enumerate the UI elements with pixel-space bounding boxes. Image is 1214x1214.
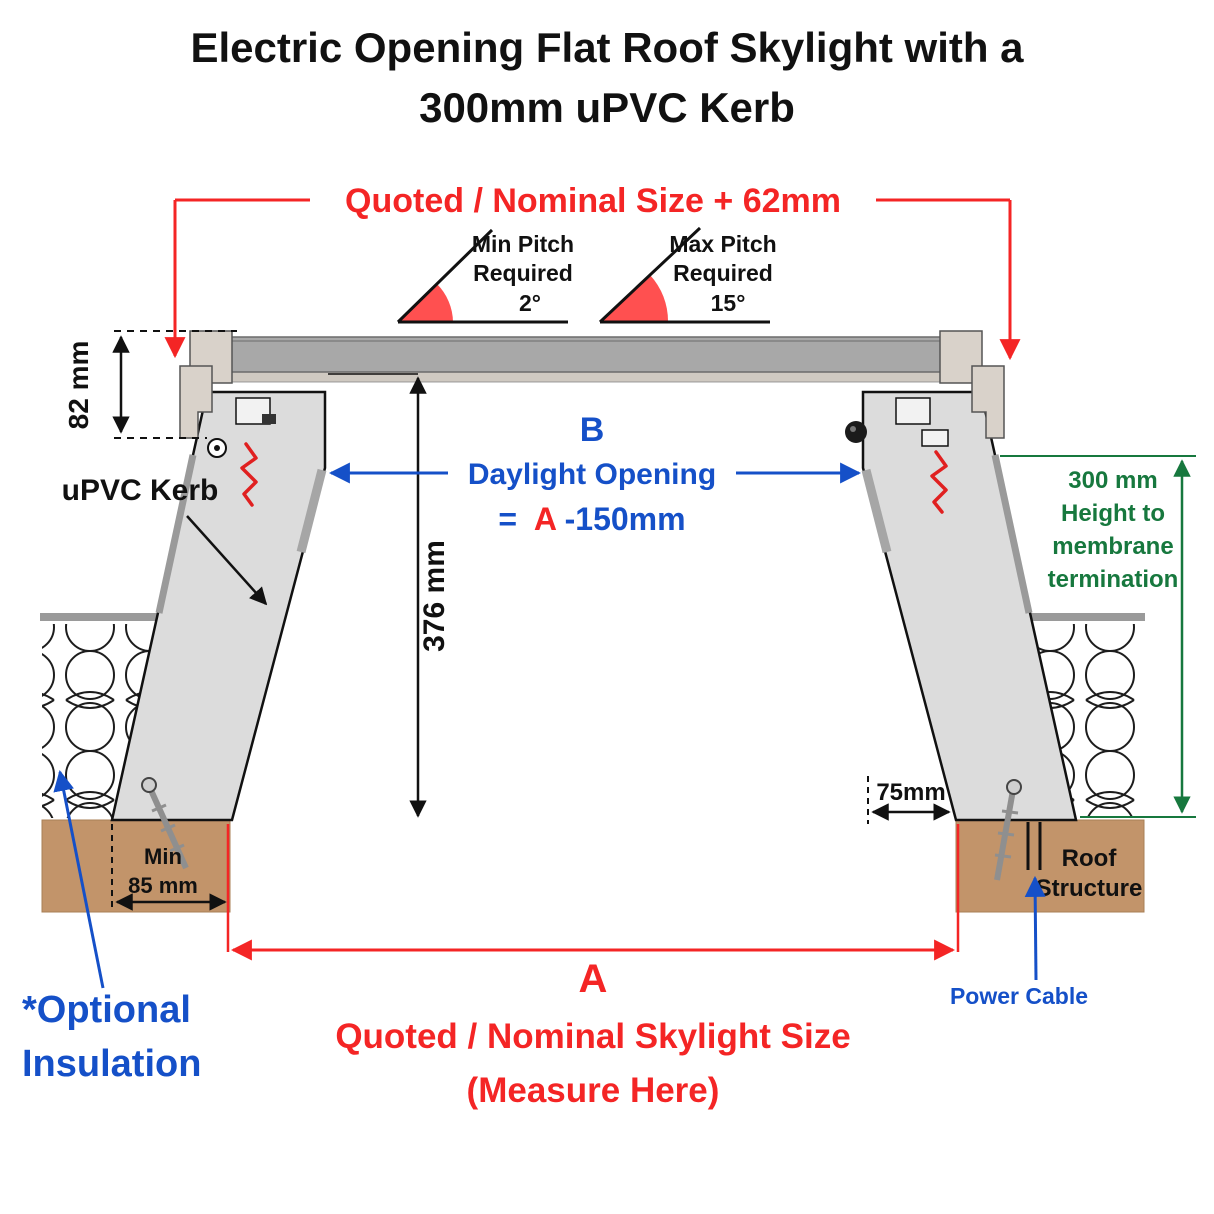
- min-bearing-dimension: Min 85 mm: [111, 824, 227, 911]
- min-pitch-text-2: Required: [473, 260, 573, 286]
- screw-thread-right-1: [1001, 809, 1019, 815]
- screw-thread-left-3: [169, 843, 185, 853]
- dim-82-label: 82 mm: [63, 341, 94, 430]
- upvc-kerb-left: [110, 390, 327, 822]
- dim-85-label-1: Min: [144, 844, 182, 869]
- opening-mechanism-left: [207, 397, 276, 507]
- hinge-block-right: [895, 397, 931, 425]
- dim-300-label-3: membrane: [1052, 533, 1173, 560]
- frame-underside-strip: [211, 371, 961, 383]
- dim-75-label: 75mm: [876, 779, 945, 806]
- sash-strip-left: [296, 468, 327, 554]
- dim-376-label: 376 mm: [418, 540, 451, 652]
- daylight-formula-prefix: =: [498, 501, 517, 537]
- daylight-label: Daylight Opening: [468, 458, 716, 491]
- insulation-label-2: Insulation: [22, 1043, 201, 1085]
- insulation-arrow: [53, 769, 105, 989]
- dim-300-label-1: 300 mm: [1068, 467, 1157, 494]
- membrane-upstand-left: [155, 454, 197, 614]
- insulation-label-1: *Optional: [22, 989, 191, 1031]
- membrane-height-dimension: 300 mm Height to membrane termination: [1000, 455, 1196, 818]
- opening-mechanism-right: [845, 397, 949, 514]
- power-cable-callout: Power Cable: [950, 875, 1088, 1009]
- frame-flange-right: [971, 365, 1005, 439]
- roof-structure-label-2: Structure: [1036, 875, 1143, 902]
- latch-left: [262, 414, 276, 424]
- insulation-left-region: [42, 624, 158, 818]
- max-pitch-indicator: Max Pitch Required 15°: [598, 226, 777, 324]
- daylight-formula-a: A: [534, 501, 557, 537]
- daylight-letter-b: B: [580, 411, 605, 449]
- screw-thread-left-1: [151, 803, 167, 813]
- nominal-size-dimension: Quoted / Nominal Size + 62mm: [164, 182, 1021, 361]
- glazing-unit: [224, 336, 948, 373]
- kerb-base-width-dimension: 75mm: [867, 776, 951, 824]
- page-title-line1: Electric Opening Flat Roof Skylight with…: [190, 24, 1024, 71]
- membrane-upstand-right: [991, 454, 1033, 614]
- seal-gasket-right: [930, 450, 948, 514]
- screw-thread-right-2: [997, 831, 1015, 837]
- max-pitch-value: 15°: [711, 290, 746, 316]
- seal-gasket-left: [240, 442, 258, 507]
- actuator-right: [845, 421, 867, 443]
- hinge-pin-left: [214, 445, 220, 451]
- sash-strip-right: [861, 468, 892, 554]
- screw-thread-right-3: [994, 853, 1012, 859]
- dim-a-label-1: Quoted / Nominal Skylight Size: [335, 1017, 850, 1056]
- roof-structure-left-block: [41, 819, 231, 913]
- frame-height-dimension: 82 mm: [63, 330, 237, 439]
- actuator-highlight-right: [850, 426, 856, 432]
- fixing-screw-left: [141, 777, 189, 870]
- kerb-callout: uPVC Kerb: [62, 474, 268, 606]
- min-pitch-slope: [396, 228, 494, 324]
- screw-head-left: [141, 777, 157, 793]
- optional-insulation-callout: *Optional Insulation: [22, 769, 201, 1085]
- screw-thread-left-2: [160, 823, 176, 833]
- max-pitch-text-1: Max Pitch: [669, 231, 776, 257]
- roof-structure-label-1: Roof: [1062, 845, 1118, 872]
- max-pitch-slope: [598, 226, 702, 324]
- min-pitch-value: 2°: [519, 290, 541, 316]
- dim-a-letter: A: [579, 957, 608, 1001]
- screw-head-right: [1006, 779, 1022, 795]
- power-cable-arrow: [1024, 875, 1046, 981]
- daylight-formula-suffix: -150mm: [565, 501, 686, 537]
- dim-top-label: Quoted / Nominal Size + 62mm: [345, 182, 841, 220]
- daylight-opening-dimension: B Daylight Opening = A -150mm: [328, 411, 862, 537]
- min-pitch-wedge: [398, 284, 453, 322]
- dim-85-label-2: 85 mm: [128, 873, 198, 898]
- max-pitch-text-2: Required: [673, 260, 773, 286]
- roof-structure-right-block: [955, 819, 1145, 913]
- dim-300-label-2: Height to: [1061, 500, 1165, 527]
- nominal-skylight-size-dimension: A Quoted / Nominal Skylight Size (Measur…: [226, 824, 960, 1110]
- power-cable-label: Power Cable: [950, 983, 1088, 1009]
- min-pitch-text-1: Min Pitch: [472, 231, 574, 257]
- fixing-screw-right: [994, 779, 1022, 881]
- min-pitch-indicator: Min Pitch Required 2°: [396, 228, 574, 324]
- insulation-right-region: [1032, 624, 1143, 818]
- kerb-callout-arrow: [186, 515, 268, 606]
- dim-a-label-2: (Measure Here): [467, 1071, 720, 1110]
- kerb-label: uPVC Kerb: [62, 474, 219, 507]
- dim-300-label-4: termination: [1048, 566, 1179, 593]
- upvc-kerb-right: [861, 390, 1078, 822]
- latch-right: [921, 429, 949, 447]
- max-pitch-wedge: [600, 275, 669, 322]
- page-title-line2: 300mm uPVC Kerb: [419, 84, 795, 131]
- daylight-formula: = A -150mm: [498, 501, 685, 537]
- kerb-height-dimension: 376 mm: [328, 373, 451, 818]
